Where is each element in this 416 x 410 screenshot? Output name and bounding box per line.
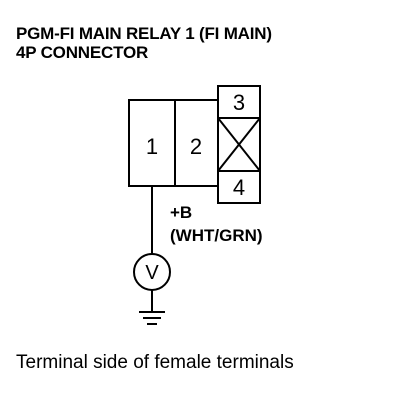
title-line-2: 4P CONNECTOR <box>16 43 149 62</box>
terminal-2-label: 2 <box>190 134 202 159</box>
wire-color-label: (WHT/GRN) <box>170 226 263 245</box>
ground-icon <box>139 311 165 325</box>
title-line-1: PGM-FI MAIN RELAY 1 (FI MAIN) <box>16 24 272 43</box>
terminal-3-label: 3 <box>233 90 245 115</box>
terminal-3-cavity <box>217 85 261 119</box>
empty-cavity-cross-b <box>217 117 261 172</box>
terminal-1-cavity <box>128 99 176 187</box>
diagram-title: PGM-FI MAIN RELAY 1 (FI MAIN) 4P CONNECT… <box>16 24 272 62</box>
wire-signal-label: +B <box>170 203 192 222</box>
terminal-4-label: 4 <box>233 175 245 200</box>
voltmeter-letter: V <box>145 262 159 284</box>
terminal-1-label: 1 <box>146 134 158 159</box>
voltmeter-icon: V <box>133 253 171 291</box>
caption: Terminal side of female terminals <box>16 352 294 373</box>
terminal-4-cavity <box>217 170 261 204</box>
